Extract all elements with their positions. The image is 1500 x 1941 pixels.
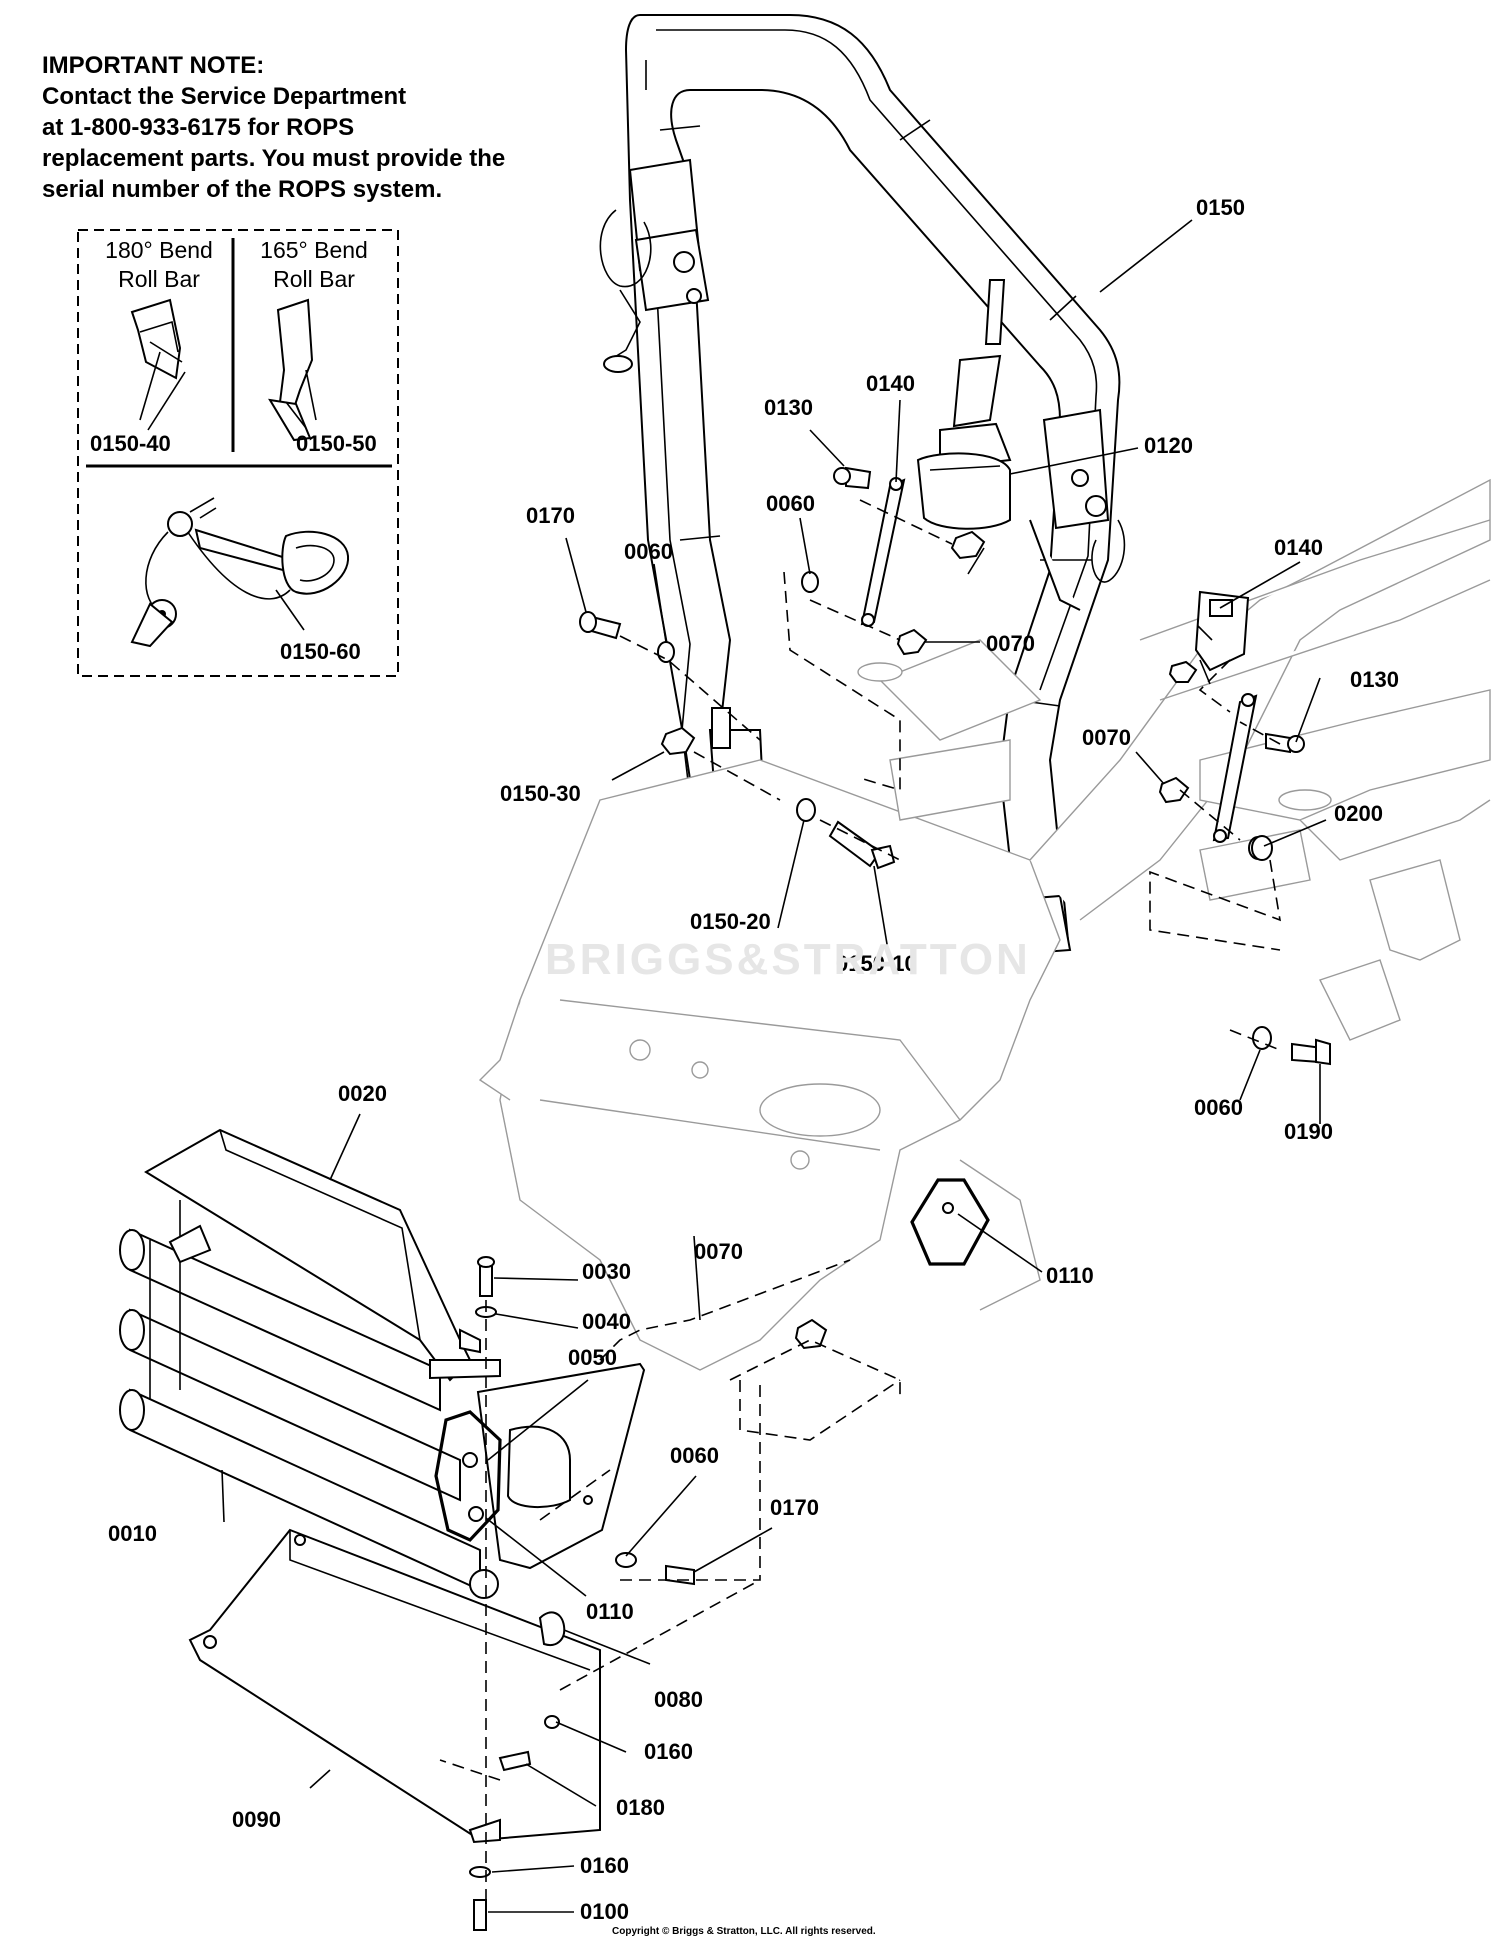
inset-left-title-2: Roll Bar — [118, 266, 200, 292]
note-line-2: at 1-800-933-6175 for ROPS — [42, 114, 355, 141]
callout-0150-10: 0150-10 — [836, 951, 917, 976]
callout-0010: 0010 — [108, 1521, 157, 1546]
callout-0200: 0200 — [1334, 801, 1383, 826]
seat-belt-retractor — [916, 279, 1012, 530]
inset-right-title-2: Roll Bar — [273, 266, 355, 292]
callout-0150-40: 0150-40 — [90, 431, 171, 456]
note-line-3: replacement parts. You must provide the — [42, 145, 506, 172]
callout-0150-20: 0150-20 — [690, 909, 771, 934]
note-line-4: serial number of the ROPS system. — [42, 176, 443, 203]
inset-right-title-1: 165° Bend — [260, 237, 368, 263]
callout-0020: 0020 — [338, 1081, 387, 1106]
callout-0160-b: 0160 — [580, 1853, 629, 1878]
callout-0080: 0080 — [654, 1687, 703, 1712]
callout-0060-b: 0060 — [624, 539, 673, 564]
callout-0030: 0030 — [582, 1259, 631, 1284]
bend-165-clip-icon — [268, 298, 317, 442]
inset-left-title: 180° Bend Roll Bar — [94, 236, 224, 294]
callout-0060-d: 0060 — [670, 1443, 719, 1468]
callout-0150: 0150 — [1196, 195, 1245, 220]
callout-0060-a: 0060 — [766, 491, 815, 516]
tractor-frame — [478, 478, 1491, 1371]
inset-right-title: 165° Bend Roll Bar — [244, 236, 384, 294]
leader-lines-lower — [221, 1113, 1043, 1913]
note-line-1: Contact the Service Department — [42, 83, 407, 110]
callout-0160-a: 0160 — [644, 1739, 693, 1764]
inset-box — [77, 229, 399, 677]
callout-0070-a: 0070 — [986, 631, 1035, 656]
belt-brackets — [860, 477, 1258, 843]
callout-0070-b: 0070 — [1082, 725, 1131, 750]
callout-0180: 0180 — [616, 1795, 665, 1820]
bottom-shield — [188, 1528, 601, 1844]
top-shield — [144, 1128, 501, 1382]
callout-0040: 0040 — [582, 1309, 631, 1334]
dashed-lines-upper — [619, 499, 1282, 1051]
callout-0110-b: 0110 — [586, 1599, 634, 1624]
side-plate — [434, 1362, 646, 1570]
callout-0130-a: 0130 — [764, 395, 813, 420]
pin-lanyard-icon — [130, 497, 350, 648]
bend-180-clip-icon — [130, 298, 183, 421]
lower-fasteners — [469, 1178, 990, 1931]
callout-0100: 0100 — [580, 1899, 629, 1924]
callout-0090: 0090 — [232, 1807, 281, 1832]
callout-0150-50: 0150-50 — [296, 431, 377, 456]
callout-0070-c: 0070 — [694, 1239, 743, 1264]
leader-lines-upper — [565, 219, 1327, 1124]
callout-0060-c: 0060 — [1194, 1095, 1243, 1120]
callout-0140-a: 0140 — [866, 371, 915, 396]
callout-0130-b: 0130 — [1350, 667, 1399, 692]
watermark-logo: BRIGGS&STRATTON — [545, 935, 1031, 984]
callout-0140-b: 0140 — [1274, 535, 1323, 560]
inset-left-title-1: 180° Bend — [105, 237, 213, 263]
callout-0150-30: 0150-30 — [500, 781, 581, 806]
front-bumper-guard — [119, 1200, 499, 1599]
seat-belt-buckle — [1194, 590, 1250, 685]
callout-0050: 0050 — [568, 1345, 617, 1370]
callout-0150-60: 0150-60 — [280, 639, 361, 664]
callout-0190: 0190 — [1284, 1119, 1333, 1144]
note-heading: IMPORTANT NOTE: — [42, 52, 265, 79]
callout-0170-b: 0170 — [770, 1495, 819, 1520]
callout-0110-a: 0110 — [1046, 1263, 1094, 1288]
dashed-lines-lower — [439, 1259, 901, 1920]
important-note: IMPORTANT NOTE: Contact the Service Depa… — [42, 50, 562, 205]
callout-0170-a: 0170 — [526, 503, 575, 528]
callout-0120: 0120 — [1144, 433, 1193, 458]
copyright-notice: Copyright © Briggs & Stratton, LLC. All … — [612, 1926, 876, 1937]
